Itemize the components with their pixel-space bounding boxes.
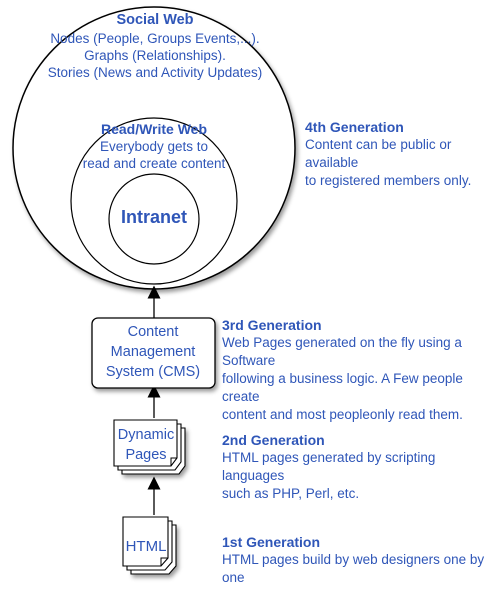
- intranet-circle: [108, 173, 200, 265]
- gen-3rd-title: 3rd Generation: [222, 317, 322, 333]
- read-write-web-line-1: Everybody gets to: [99, 139, 209, 154]
- gen-1st-title: 1st Generation: [222, 534, 321, 550]
- dynamic-pages-label: Dynamic Pages: [118, 425, 174, 465]
- social-web-title: Social Web: [116, 12, 194, 28]
- social-web-line-1: Nodes (People, Groups Events,...).: [50, 31, 260, 46]
- cms-box: [91, 317, 216, 389]
- html-label: HTML: [125, 538, 167, 555]
- social-web-line-3: Stories (News and Activity Updates): [47, 65, 263, 80]
- intranet-label: Intranet: [120, 207, 188, 227]
- dynamic-line-1: Dynamic: [117, 427, 175, 443]
- read-write-web-text: Read/Write Web Everybody gets to read an…: [83, 120, 226, 172]
- gen-2nd: 2nd Generation HTML pages generated by s…: [222, 431, 500, 503]
- read-write-web-title: Read/Write Web: [100, 121, 208, 137]
- cms-line-3: System (CMS): [105, 364, 201, 380]
- gen-3rd-line-2: following a business logic. A Few people…: [222, 371, 463, 404]
- dynamic-line-2: Pages: [125, 447, 167, 463]
- gen-1st-line-1: HTML pages build by web designers one by…: [222, 552, 485, 585]
- gen-3rd: 3rd Generation Web Pages generated on th…: [222, 316, 500, 424]
- gen-2nd-title: 2nd Generation: [222, 432, 325, 448]
- cms-line-1: Content: [127, 324, 179, 340]
- gen-2nd-line-2: such as PHP, Perl, etc.: [222, 486, 360, 501]
- gen-3rd-line-3: content and most peopleonly read them.: [222, 407, 463, 422]
- gen-4th-line-2: to registered members only.: [305, 173, 472, 188]
- read-write-web-line-2: read and create content: [82, 156, 226, 171]
- gen-3rd-line-1: Web Pages generated on the fly using a S…: [222, 335, 462, 368]
- gen-4th-title: 4th Generation: [305, 119, 404, 135]
- social-web-line-2: Graphs (Relationships).: [84, 48, 226, 63]
- cms-label: Content Management System (CMS): [106, 322, 200, 382]
- gen-1st: 1st Generation HTML pages build by web d…: [222, 533, 500, 587]
- social-web-text: Social Web Nodes (People, Groups Events,…: [48, 11, 263, 81]
- dynamic-pages-stack: [113, 419, 186, 475]
- gen-2nd-line-1: HTML pages generated by scripting langua…: [222, 450, 436, 483]
- gen-4th-line-1: Content can be public or available: [305, 137, 452, 170]
- html-pages-stack: [122, 516, 177, 575]
- cms-line-2: Management: [110, 344, 196, 360]
- gen-4th: 4th Generation Content can be public or …: [305, 118, 500, 190]
